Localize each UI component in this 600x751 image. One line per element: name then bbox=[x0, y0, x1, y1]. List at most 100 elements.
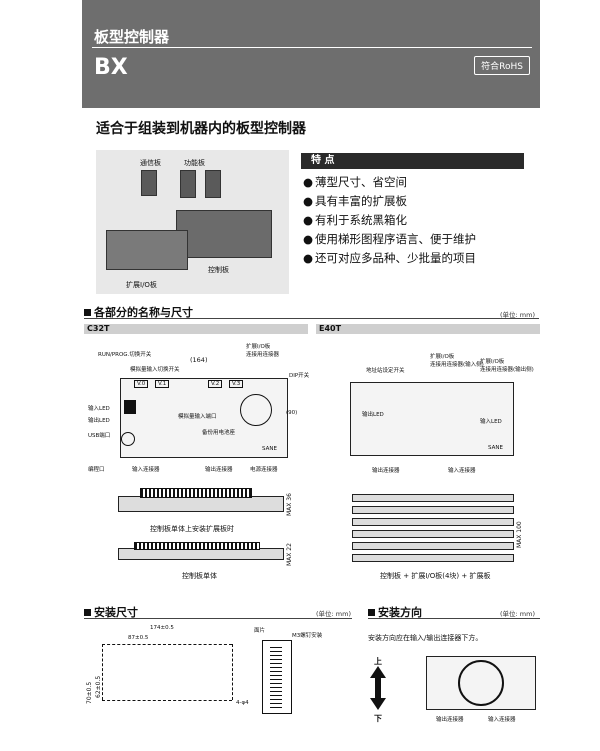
io-board-image bbox=[106, 230, 188, 270]
square-bullet-icon bbox=[84, 609, 91, 616]
product-photo: 通信板 功能板 控制板 扩展I/O板 bbox=[96, 150, 289, 294]
c32t-v1: V.1 bbox=[155, 380, 170, 388]
mount-d174: 174±0.5 bbox=[150, 625, 174, 631]
c32t-in-led: 输入LED bbox=[88, 406, 110, 412]
mount-rule bbox=[84, 618, 352, 619]
square-bullet-icon bbox=[368, 609, 375, 616]
c32t-v0: V.0 bbox=[134, 380, 149, 388]
e40t-in-conn: 输入连接器 bbox=[448, 468, 476, 474]
e40t-in-led: 输入LED bbox=[480, 419, 502, 425]
c32t-bracket: 编程口 bbox=[88, 467, 105, 473]
c32t-battery: 备份用电池座 bbox=[202, 430, 236, 436]
features-list: 薄型尺寸、省空间 具有丰富的扩展板 有利于系统黑箱化 使用梯形图程序语言、便于维… bbox=[303, 173, 476, 268]
c32t-out-conn: 输出连接器 bbox=[205, 467, 233, 473]
control-board-image bbox=[176, 210, 272, 258]
c32t-side-view-1 bbox=[118, 496, 284, 512]
e40t-label: E40T bbox=[316, 324, 540, 334]
e40t-out-led: 输出LED bbox=[362, 412, 384, 418]
features-title: 特 点 bbox=[301, 153, 524, 169]
up-down-arrow-icon bbox=[370, 666, 386, 710]
feature-item: 有利于系统黑箱化 bbox=[303, 211, 476, 230]
mount-line-left bbox=[102, 644, 104, 700]
photo-label-func: 功能板 bbox=[184, 159, 205, 167]
feature-item: 薄型尺寸、省空间 bbox=[303, 173, 476, 192]
direction-desc: 安装方向应在输入/输出连接器下方。 bbox=[368, 634, 483, 642]
e40t-stack-layer bbox=[352, 530, 514, 538]
direction-heading: 安装方向 bbox=[368, 604, 422, 620]
c32t-max22: MAX 22 bbox=[286, 543, 293, 566]
c32t-max36: MAX 36 bbox=[286, 493, 293, 516]
e40t-board bbox=[350, 382, 514, 456]
mount-side-view bbox=[262, 640, 292, 714]
c32t-power-conn: 电源连接器 bbox=[250, 467, 278, 473]
rohs-badge: 符合RoHS bbox=[474, 56, 530, 75]
usb-port-icon bbox=[121, 432, 135, 446]
direction-in-conn: 输入连接器 bbox=[488, 717, 516, 723]
led-block-icon bbox=[124, 400, 136, 414]
c32t-dip: DIP开关 bbox=[289, 373, 310, 379]
mount-heading: 安装尺寸 bbox=[84, 604, 138, 620]
e40t-stack-layer bbox=[352, 518, 514, 526]
e40t-stack-layer bbox=[352, 554, 514, 562]
e40t-addr: 地址站设定开关 bbox=[366, 368, 405, 374]
mount-side-hatch bbox=[270, 644, 282, 708]
e40t-caption: 控制板 + 扩展I/O板(4块) + 扩展板 bbox=[380, 572, 491, 580]
c32t-out-led: 输出LED bbox=[88, 418, 110, 424]
c32t-usb: USB端口 bbox=[88, 433, 111, 439]
feature-item: 具有丰富的扩展板 bbox=[303, 192, 476, 211]
mount-line-bottom bbox=[102, 700, 232, 702]
feature-item: 还可对应多品种、少批量的项目 bbox=[303, 249, 476, 268]
model-name: BX bbox=[94, 55, 128, 80]
feature-item: 使用梯形图程序语言、便于维护 bbox=[303, 230, 476, 249]
c32t-connectors-side-1 bbox=[140, 488, 252, 498]
direction-rule bbox=[368, 618, 540, 619]
func-board-image-1 bbox=[180, 170, 196, 198]
c32t-caption-2: 控制板单体 bbox=[182, 572, 217, 580]
category-title: 板型控制器 bbox=[94, 28, 170, 46]
c32t-label: C32T bbox=[84, 324, 308, 334]
mount-d70: 70±0.5 bbox=[86, 681, 93, 704]
section-names-title: 各部分的名称与尺寸 bbox=[94, 306, 193, 319]
mount-unit: (单位: mm) bbox=[316, 610, 351, 618]
mount-line-right bbox=[232, 644, 234, 700]
mount-title: 安装尺寸 bbox=[94, 606, 138, 619]
mount-panel: 面片 bbox=[254, 628, 266, 634]
comm-board-image bbox=[141, 170, 157, 196]
direction-out-conn: 输出连接器 bbox=[436, 717, 464, 723]
e40t-stack-layer bbox=[352, 506, 514, 514]
c32t-analog-switch: 模拟量输入切换开关 bbox=[130, 367, 180, 373]
e40t-sane: SANE bbox=[488, 445, 503, 451]
mount-line-top bbox=[102, 644, 232, 646]
photo-label-comm: 通信板 bbox=[140, 159, 161, 167]
c32t-in-conn: 输入连接器 bbox=[132, 467, 160, 473]
battery-holder-icon bbox=[240, 394, 272, 426]
mount-d62: 62±0.5 bbox=[95, 675, 102, 698]
section-names-heading: 各部分的名称与尺寸 bbox=[84, 304, 193, 320]
e40t-max100: MAX 100 bbox=[516, 521, 523, 548]
c32t-ext-io-conn: 扩展I/O板 连接用连接器 bbox=[246, 344, 280, 358]
header-banner: 板型控制器 BX 符合RoHS bbox=[82, 0, 540, 108]
photo-label-io: 扩展I/O板 bbox=[126, 281, 157, 289]
direction-title: 安装方向 bbox=[378, 606, 422, 619]
func-board-image-2 bbox=[205, 170, 221, 198]
e40t-stack-layer bbox=[352, 542, 514, 550]
e40t-ext-out: 扩展I/O板 连接用连接器(输出侧) bbox=[480, 359, 534, 373]
c32t-sane: SANE bbox=[262, 446, 277, 452]
c32t-dim-90: (90) bbox=[286, 410, 298, 416]
photo-label-ctrl: 控制板 bbox=[208, 266, 229, 274]
e40t-ext-in: 扩展I/O板 连接用连接器(输入侧) bbox=[430, 354, 484, 368]
c32t-v3: V.3 bbox=[229, 380, 244, 388]
page-subtitle: 适合于组装到机器内的板型控制器 bbox=[96, 121, 306, 137]
mount-screw: M3螺钉安装 bbox=[292, 633, 323, 639]
c32t-runprog: RUN/PROG.切换开关 bbox=[98, 352, 152, 358]
c32t-caption-1: 控制板单体上安装扩展板时 bbox=[150, 525, 234, 533]
square-bullet-icon bbox=[84, 309, 91, 316]
e40t-stack-layer bbox=[352, 494, 514, 502]
direction-unit: (单位: mm) bbox=[500, 610, 535, 618]
section-names-unit: (单位: mm) bbox=[500, 311, 535, 319]
c32t-analog-port: 模拟量输入端口 bbox=[178, 414, 217, 420]
c32t-connectors-side-2 bbox=[134, 542, 260, 550]
section-rule bbox=[84, 318, 539, 319]
direction-down: 下 bbox=[374, 714, 382, 723]
e40t-out-conn: 输出连接器 bbox=[372, 468, 400, 474]
